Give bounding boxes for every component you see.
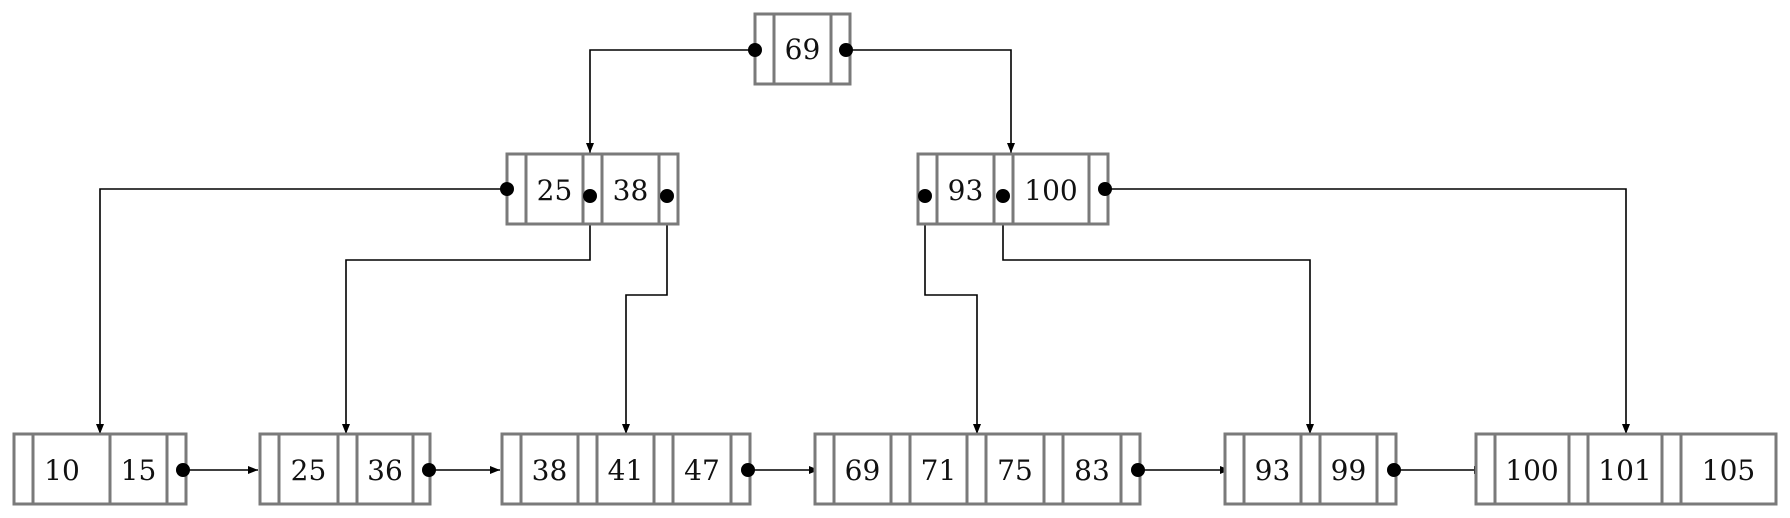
pointer-dots bbox=[176, 43, 1401, 477]
leaf-node-6: 100 101 105 bbox=[1474, 432, 1778, 506]
edge-internal-left-to-leaf-2 bbox=[342, 196, 591, 434]
leaf-3-next-pointer-dot bbox=[741, 463, 755, 477]
leaf-1-key-1: 10 bbox=[44, 454, 80, 487]
leaf-4-key-1: 69 bbox=[845, 454, 881, 487]
edge-root-to-internal-left bbox=[586, 49, 755, 153]
internal-left-pointer-3-dot bbox=[660, 189, 674, 203]
edge-internal-right-to-leaf-5 bbox=[1002, 196, 1314, 434]
leaf-4-next-pointer-dot bbox=[1131, 463, 1145, 477]
leaf-2-key-1: 25 bbox=[291, 454, 327, 487]
leaf-6-key-2: 101 bbox=[1598, 454, 1651, 487]
root-key: 69 bbox=[785, 33, 821, 66]
internal-right-pointer-1-dot bbox=[918, 189, 932, 203]
internal-right-key-1: 93 bbox=[948, 174, 984, 207]
internal-right-key-2: 100 bbox=[1024, 174, 1077, 207]
root-pointer-left-dot bbox=[748, 43, 762, 57]
root-node: 69 bbox=[753, 12, 852, 86]
edge-internal-right-to-leaf-6 bbox=[1105, 188, 1630, 434]
leaf-3-key-1: 38 bbox=[532, 454, 568, 487]
edges bbox=[96, 49, 1630, 474]
leaf-node-5: 93 99 bbox=[1223, 432, 1398, 506]
edge-internal-left-to-leaf-3 bbox=[622, 196, 668, 434]
internal-right-pointer-3-dot bbox=[1098, 182, 1112, 196]
leaf-3-key-2: 41 bbox=[608, 454, 644, 487]
leaf-3-key-3: 47 bbox=[684, 454, 720, 487]
internal-node-right: 93 100 bbox=[916, 152, 1110, 226]
leaf-2-next-pointer-dot bbox=[422, 463, 436, 477]
leaf-2-key-2: 36 bbox=[367, 454, 403, 487]
leaf-4-key-2: 71 bbox=[921, 454, 957, 487]
internal-right-pointer-2-dot bbox=[996, 189, 1010, 203]
edge-internal-left-to-leaf-1 bbox=[96, 188, 507, 434]
leaf-4-key-4: 83 bbox=[1074, 454, 1110, 487]
leaf-4-key-3: 75 bbox=[997, 454, 1033, 487]
leaf-5-key-1: 93 bbox=[1255, 454, 1291, 487]
internal-left-pointer-1-dot bbox=[500, 182, 514, 196]
leaf-6-key-3: 105 bbox=[1702, 454, 1755, 487]
leaf-1-key-2: 15 bbox=[121, 454, 157, 487]
edge-root-to-internal-right bbox=[846, 49, 1015, 153]
root-pointer-right-dot bbox=[839, 43, 853, 57]
internal-left-key-1: 25 bbox=[537, 174, 573, 207]
leaf-5-next-pointer-dot bbox=[1387, 463, 1401, 477]
internal-node-left: 25 38 bbox=[505, 152, 680, 226]
internal-left-pointer-2-dot bbox=[583, 189, 597, 203]
leaf-5-key-2: 99 bbox=[1331, 454, 1367, 487]
leaf-1-next-pointer-dot bbox=[176, 463, 190, 477]
leaf-node-1: 10 15 bbox=[12, 432, 188, 506]
leaf-node-2: 25 36 bbox=[258, 432, 432, 506]
leaf-6-key-1: 100 bbox=[1505, 454, 1558, 487]
internal-left-key-2: 38 bbox=[613, 174, 649, 207]
leaf-node-4: 69 71 75 83 bbox=[813, 432, 1142, 506]
edge-internal-right-to-leaf-4 bbox=[924, 196, 981, 434]
leaf-node-3: 38 41 47 bbox=[500, 432, 752, 506]
